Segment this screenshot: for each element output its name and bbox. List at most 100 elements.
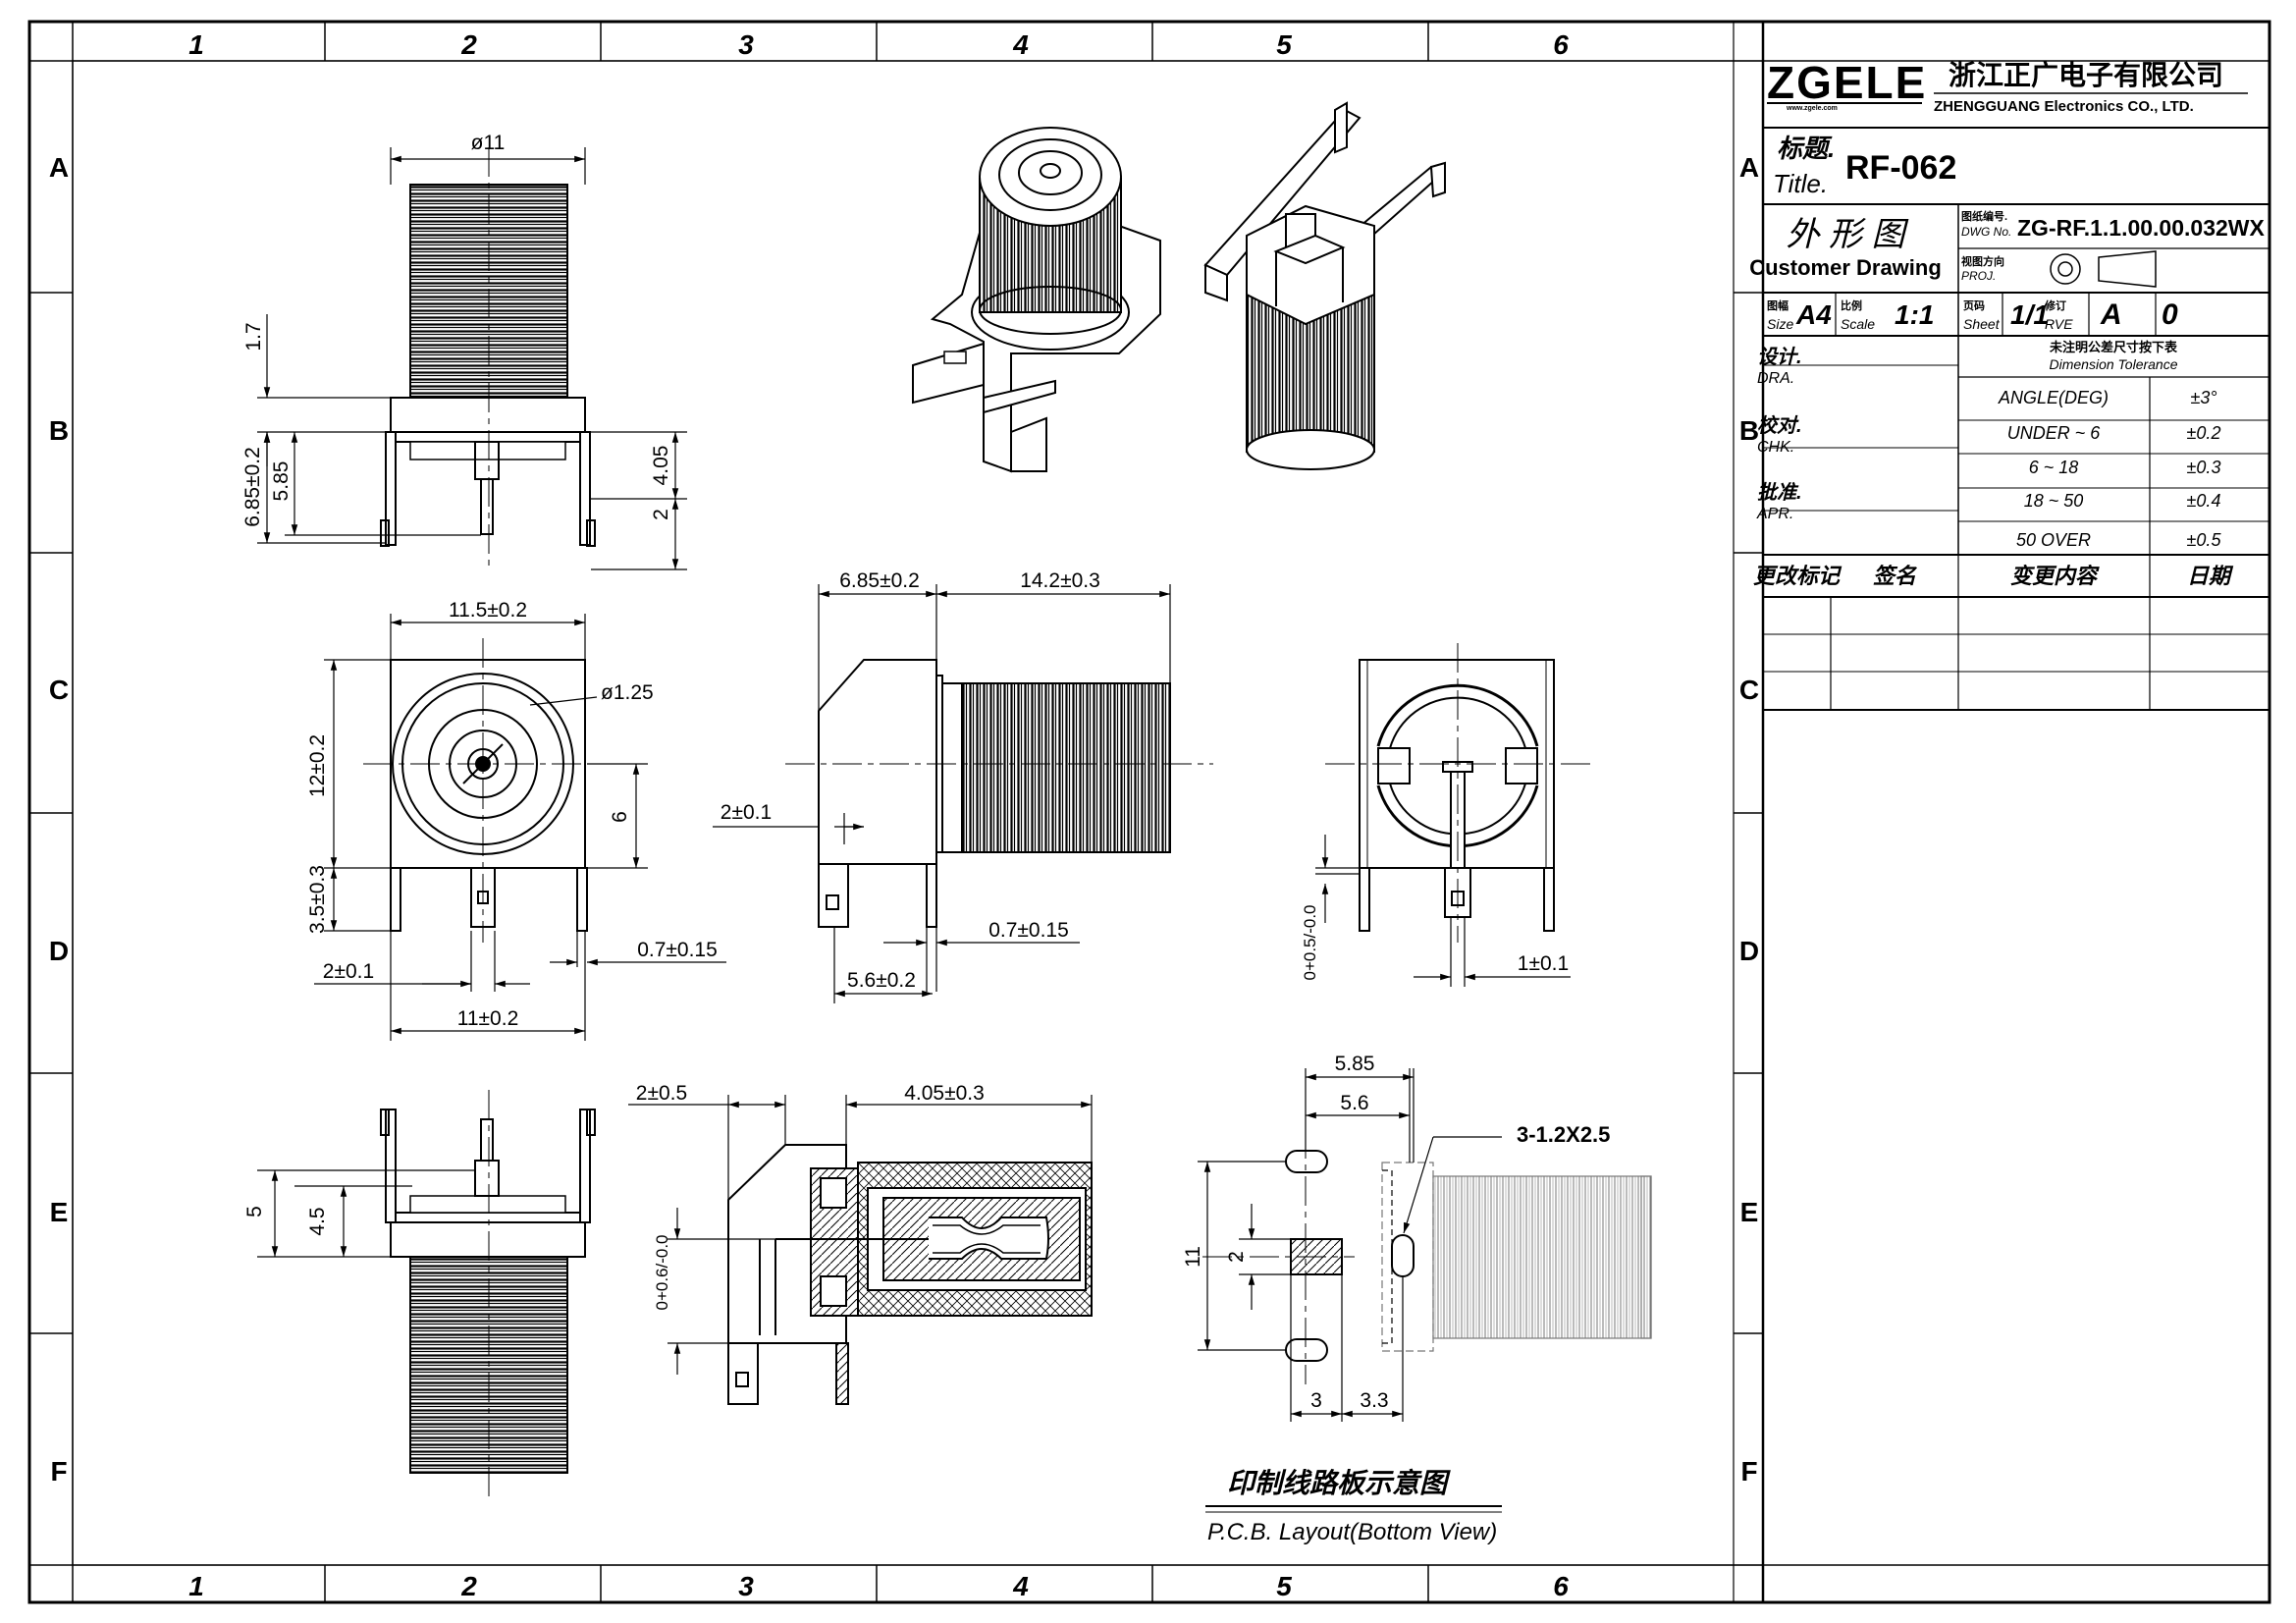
dim-label: ø11 <box>471 132 506 154</box>
row-label-e-right: E <box>1740 1197 1759 1227</box>
dim-label: ø1.25 <box>601 681 654 704</box>
tolerance-value: ±0.3 <box>2187 458 2221 477</box>
rev-label-cn: 修订 <box>2044 298 2066 312</box>
dim-label: 11±0.2 <box>457 1007 519 1030</box>
col-label-1-bottom: 1 <box>188 1571 204 1601</box>
tolerance-range: 18 ~ 50 <box>2024 491 2084 511</box>
row-label-b: B <box>49 415 69 446</box>
signature-design-cn: 设计. <box>1757 346 1802 368</box>
title-label-cn: 标题. <box>1777 134 1835 163</box>
dim-label: 2 <box>650 509 672 520</box>
title-label-en: Title. <box>1773 169 1828 198</box>
row-label-d: D <box>49 936 69 966</box>
col-label-6: 6 <box>1553 29 1569 60</box>
dims-top-elevation <box>257 147 687 570</box>
col-label-3-bottom: 3 <box>738 1571 754 1601</box>
pcb-caption-cn: 印制线路板示意图 <box>1227 1468 1451 1498</box>
dwg-no-label-cn: 图纸编号. <box>1961 209 2007 223</box>
row-label-d-right: D <box>1739 936 1759 966</box>
dim-label: 6 <box>609 811 631 823</box>
dim-label: 2 <box>1225 1251 1248 1263</box>
signature-check-en: CHK. <box>1757 439 1794 456</box>
view-section <box>727 1144 1093 1405</box>
dim-label: 4.5 <box>306 1207 329 1235</box>
signature-check-cn: 校对. <box>1757 414 1802 437</box>
view-top-elevation <box>380 147 596 569</box>
sheet-label-cn: 页码 <box>1963 299 1985 312</box>
view-front <box>363 638 628 943</box>
row-label-f: F <box>50 1456 67 1487</box>
dim-labels-bottom: 5 4.5 <box>243 1206 329 1235</box>
isometric-view-front <box>912 127 1161 473</box>
dim-label: 0.7±0.15 <box>637 939 718 961</box>
pcb-caption-en: P.C.B. Layout(Bottom View) <box>1207 1519 1497 1545</box>
dim-label: 5 <box>243 1206 266 1217</box>
dim-label: 3.5±0.3 <box>306 865 329 934</box>
tolerance-range: UNDER ~ 6 <box>2007 423 2102 443</box>
revision-table-header: 更改标记 签名 变更内容 日期 <box>1753 564 2234 588</box>
pcb-caption: 印制线路板示意图 P.C.B. Layout(Bottom View) <box>1205 1468 1502 1545</box>
dim-label: 12±0.2 <box>306 734 329 797</box>
frame-labels: 1 2 3 4 5 6 1 2 3 4 5 6 <box>188 29 1569 1601</box>
size-value: A4 <box>1795 299 1832 330</box>
tolerance-value: ±0.4 <box>2187 491 2221 511</box>
revision-header-content: 变更内容 <box>2010 564 2100 588</box>
drawing-type-en: Customer Drawing <box>1749 255 1942 280</box>
view-pcb-layout <box>1202 1129 1652 1384</box>
row-labels: A B C D E F A B C D E F <box>49 152 1759 1487</box>
dim-labels-section: 2±0.5 4.05±0.3 0+0.6/-0.0 <box>636 1082 985 1311</box>
view-rear <box>1325 643 1590 943</box>
dim-label: 2±0.1 <box>323 960 374 983</box>
col-label-3: 3 <box>738 29 754 60</box>
size-label-cn: 图幅 <box>1767 298 1789 312</box>
tolerance-range: 6 ~ 18 <box>2029 458 2079 477</box>
row-label-a-right: A <box>1739 152 1759 183</box>
company-name-cn: 浙江正广电子有限公司 <box>1949 60 2223 90</box>
tolerance-title-cn: 未注明公差尺寸按下表 <box>2049 340 2178 354</box>
dims-front <box>314 614 726 1041</box>
revision-header-date: 日期 <box>2187 564 2234 588</box>
dim-label: 4.05±0.3 <box>904 1082 985 1105</box>
scale-value: 1:1 <box>1895 299 1934 330</box>
row-label-c-right: C <box>1739 675 1759 705</box>
sheet-value: 1/1 <box>2010 299 2049 330</box>
dims-pcb <box>1198 1068 1502 1422</box>
row-label-b-right: B <box>1739 415 1759 446</box>
size-label-en: Size <box>1767 316 1793 332</box>
dim-label: 11 <box>1182 1246 1204 1268</box>
dim-label: 5.85 <box>270 461 293 502</box>
col-label-6-bottom: 6 <box>1553 1571 1569 1601</box>
row-label-e: E <box>50 1197 69 1227</box>
dim-label: 6.85±0.2 <box>241 447 264 527</box>
company-name-en: ZHENGGUANG Electronics CO., LTD. <box>1934 98 2194 115</box>
signature-approve-en: APR. <box>1756 506 1793 522</box>
logo-url: www.zgele.com <box>1786 105 1838 112</box>
dwg-no-value: ZG-RF.1.1.00.00.032WX <box>2017 215 2265 241</box>
row-label-c: C <box>49 675 69 705</box>
dim-label: 14.2±0.3 <box>1020 569 1100 592</box>
tolerance-value: ±3° <box>2190 388 2216 407</box>
tolerance-value: ±0.2 <box>2187 423 2221 443</box>
rev-value: A <box>2100 298 2122 331</box>
col-label-5: 5 <box>1276 29 1292 60</box>
signature-design-en: DRA. <box>1757 370 1794 387</box>
title-value: RF-062 <box>1845 149 1956 187</box>
view-side <box>785 659 1213 928</box>
rev-label-en: RVE <box>2045 316 2073 332</box>
dim-labels-rear: 0+0.5/-0.0 1±0.1 <box>1301 904 1569 980</box>
dim-label: 6.85±0.2 <box>839 569 920 592</box>
dims-bottom-elevation <box>257 1169 475 1258</box>
company-logo: ZGELE <box>1767 57 1927 108</box>
isometric-view-rear <box>1203 101 1446 470</box>
col-label-4-bottom: 4 <box>1012 1571 1029 1601</box>
dims-rear <box>1315 835 1571 987</box>
drawing-type-cn: 外 形 图 <box>1787 216 1909 253</box>
signature-approve-cn: 批准. <box>1757 481 1802 504</box>
drawing-frame <box>27 20 2271 1604</box>
col-label-5-bottom: 5 <box>1276 1571 1292 1601</box>
dim-labels-pcb: 5.85 5.6 3-1.2X2.5 11 2 3 3.3 <box>1182 1053 1610 1412</box>
dim-labels-top: ø11 1.7 6.85±0.2 5.85 4.05 2 <box>241 132 672 527</box>
scale-label-en: Scale <box>1841 316 1875 332</box>
dim-labels-front: 11.5±0.2 ø1.25 12±0.2 6 3.5±0.3 2±0.1 0.… <box>306 599 718 1030</box>
